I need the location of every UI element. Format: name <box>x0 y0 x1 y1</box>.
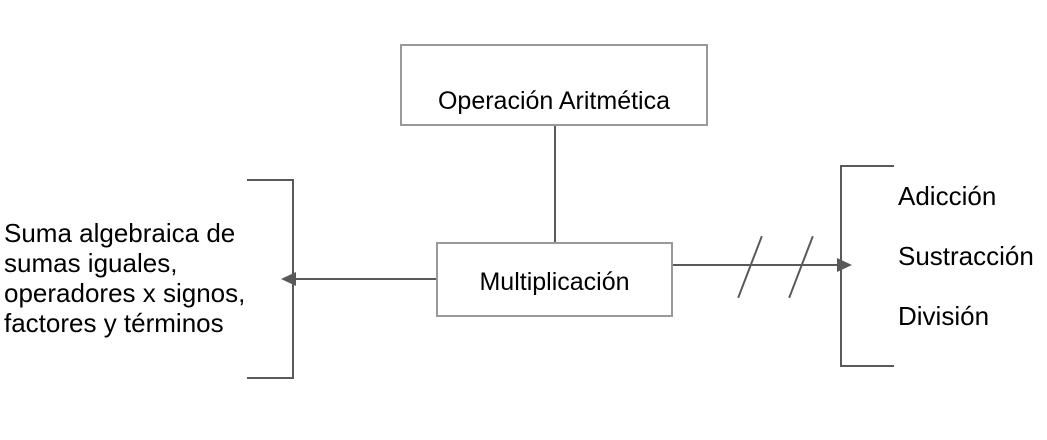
left-note-line: Suma algebraica de <box>4 218 236 248</box>
right-item-sustraccion: Sustracción <box>898 241 1034 271</box>
right-bracket <box>840 165 842 367</box>
node-multiplicacion: Multiplicación <box>436 242 673 317</box>
left-bracket-bottom-tick <box>247 377 294 379</box>
left-bracket <box>292 179 294 379</box>
left-arrow-line <box>290 278 436 280</box>
right-item-adiccion: Adicción <box>898 181 997 211</box>
hash-mark-icon <box>788 235 814 299</box>
right-bracket-bottom-tick <box>840 365 894 367</box>
right-item-division: División <box>898 301 990 331</box>
node-operacion-aritmetica: Operación Aritmética <box>400 44 708 126</box>
left-note-line: operadores x signos, <box>4 278 246 308</box>
left-bracket-top-tick <box>247 179 294 181</box>
node-label: Multiplicación <box>479 268 630 296</box>
root-to-center-connector-line <box>554 126 556 242</box>
left-note-line: factores y términos <box>4 308 224 338</box>
hash-mark-icon <box>737 235 763 299</box>
node-label: Operación Aritmética <box>437 87 671 115</box>
right-arrow-line <box>673 264 840 266</box>
right-bracket-top-tick <box>840 165 894 167</box>
left-note: Suma algebraica de sumas iguales, operad… <box>4 218 245 338</box>
left-note-line: sumas iguales, <box>4 248 178 278</box>
